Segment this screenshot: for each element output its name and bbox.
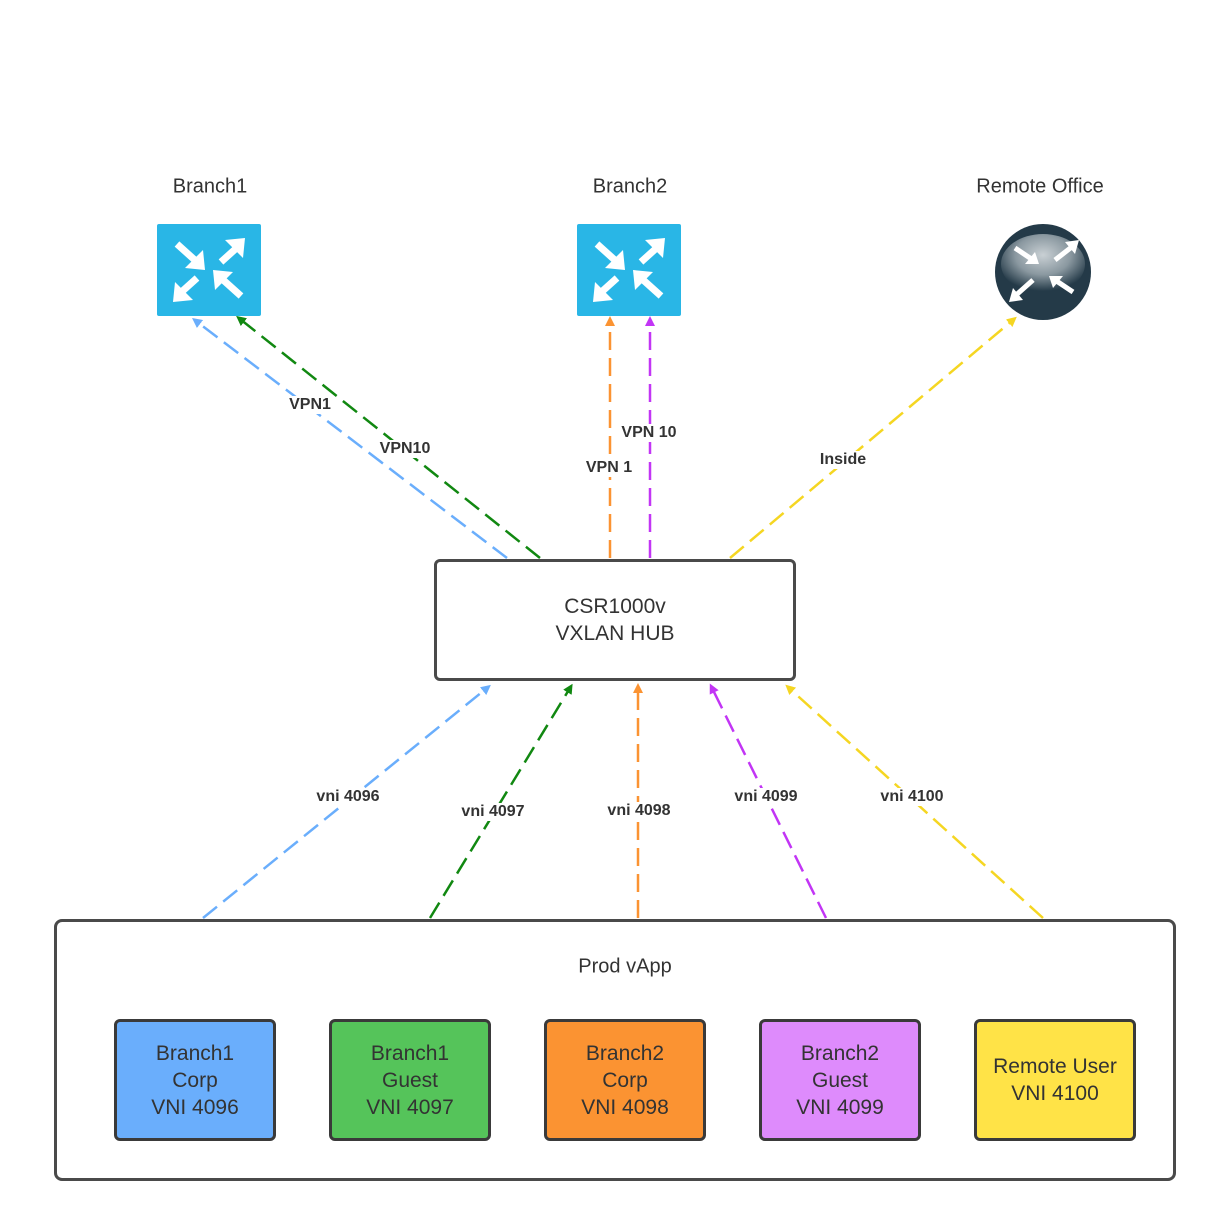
segment-vni: VNI 4098 bbox=[581, 1095, 669, 1119]
segment-site: Branch1 bbox=[370, 1041, 450, 1065]
link-label-vni4098: vni 4098 bbox=[605, 802, 673, 820]
segment-vni: VNI 4099 bbox=[796, 1095, 884, 1119]
segment-type: Corp bbox=[172, 1068, 218, 1092]
segment-vni: VNI 4096 bbox=[151, 1095, 239, 1119]
router-icon bbox=[995, 224, 1091, 320]
segment-branch1-corp: Branch1 Corp VNI 4096 bbox=[114, 1019, 276, 1141]
link-label-vni4096: vni 4096 bbox=[314, 788, 382, 806]
segment-site: Branch2 bbox=[585, 1041, 665, 1065]
site-label-branch1: Branch1 bbox=[172, 175, 248, 198]
hub-node: CSR1000v VXLAN HUB bbox=[434, 559, 796, 681]
segment-remote-user: Remote User VNI 4100 bbox=[974, 1019, 1136, 1141]
segment-site: Branch1 bbox=[155, 1041, 235, 1065]
hub-role: VXLAN HUB bbox=[555, 622, 675, 645]
segment-type: Guest bbox=[811, 1068, 869, 1092]
link-inside-remote-office bbox=[729, 316, 1017, 559]
vapp-container bbox=[54, 919, 1176, 1181]
segment-type: Guest bbox=[381, 1068, 439, 1092]
segment-type: Corp bbox=[602, 1068, 648, 1092]
site-label-branch2: Branch2 bbox=[592, 175, 668, 198]
link-label-vni4100: vni 4100 bbox=[878, 788, 946, 806]
link-label-vni4097: vni 4097 bbox=[459, 803, 527, 821]
switch-icon bbox=[157, 224, 261, 316]
link-label-vni4099: vni 4099 bbox=[732, 788, 800, 806]
segment-vni: VNI 4100 bbox=[1011, 1082, 1099, 1105]
link-label-vpn-10: VPN 10 bbox=[619, 424, 679, 442]
segment-vni: VNI 4097 bbox=[366, 1095, 454, 1119]
segment-branch2-guest: Branch2 Guest VNI 4099 bbox=[759, 1019, 921, 1141]
switch-icon bbox=[577, 224, 681, 316]
site-label-remote-office: Remote Office bbox=[976, 175, 1104, 198]
segment-branch2-corp: Branch2 Corp VNI 4098 bbox=[544, 1019, 706, 1141]
segment-site: Branch2 bbox=[800, 1041, 880, 1065]
segment-branch1-guest: Branch1 Guest VNI 4097 bbox=[329, 1019, 491, 1141]
link-label-inside: Inside bbox=[817, 451, 869, 469]
vapp-title: Prod vApp bbox=[578, 955, 672, 978]
link-label-vpn10: VPN10 bbox=[377, 440, 433, 458]
link-label-vpn1: VPN1 bbox=[287, 396, 333, 414]
hub-name: CSR1000v bbox=[564, 595, 666, 618]
link-vpn1-branch1 bbox=[192, 317, 508, 559]
segment-site: Remote User bbox=[993, 1055, 1117, 1078]
link-vpn10-branch1 bbox=[236, 315, 541, 559]
link-label-vpn-1: VPN 1 bbox=[583, 459, 635, 477]
link-vni4099 bbox=[709, 683, 828, 919]
